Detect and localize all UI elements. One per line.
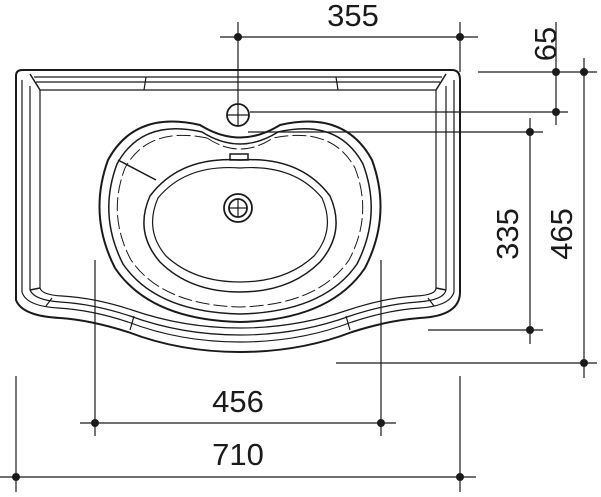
- basin-outline: [15, 69, 461, 354]
- dimension-total-depth: 465: [336, 58, 597, 378]
- tap-hole: [226, 103, 250, 127]
- basin-bowl: [98, 120, 382, 324]
- dimension-label-bowl-depth: 335: [490, 208, 525, 260]
- dimension-top-width: 355: [220, 0, 478, 104]
- dimension-label-rim-depth: 65: [528, 27, 563, 61]
- dimension-total-width: 710: [0, 376, 476, 492]
- dimension-label-total-depth: 465: [544, 208, 579, 260]
- dimension-bowl-depth: 335: [248, 118, 543, 344]
- dimension-rim-depth: 65: [250, 22, 568, 125]
- dimension-bowl-width: 456: [80, 260, 396, 436]
- drain-hole: [223, 193, 253, 223]
- dimension-label-top-width: 355: [327, 0, 379, 33]
- dimension-label-total-width: 710: [212, 437, 264, 472]
- dimension-label-bowl-width: 456: [212, 384, 264, 419]
